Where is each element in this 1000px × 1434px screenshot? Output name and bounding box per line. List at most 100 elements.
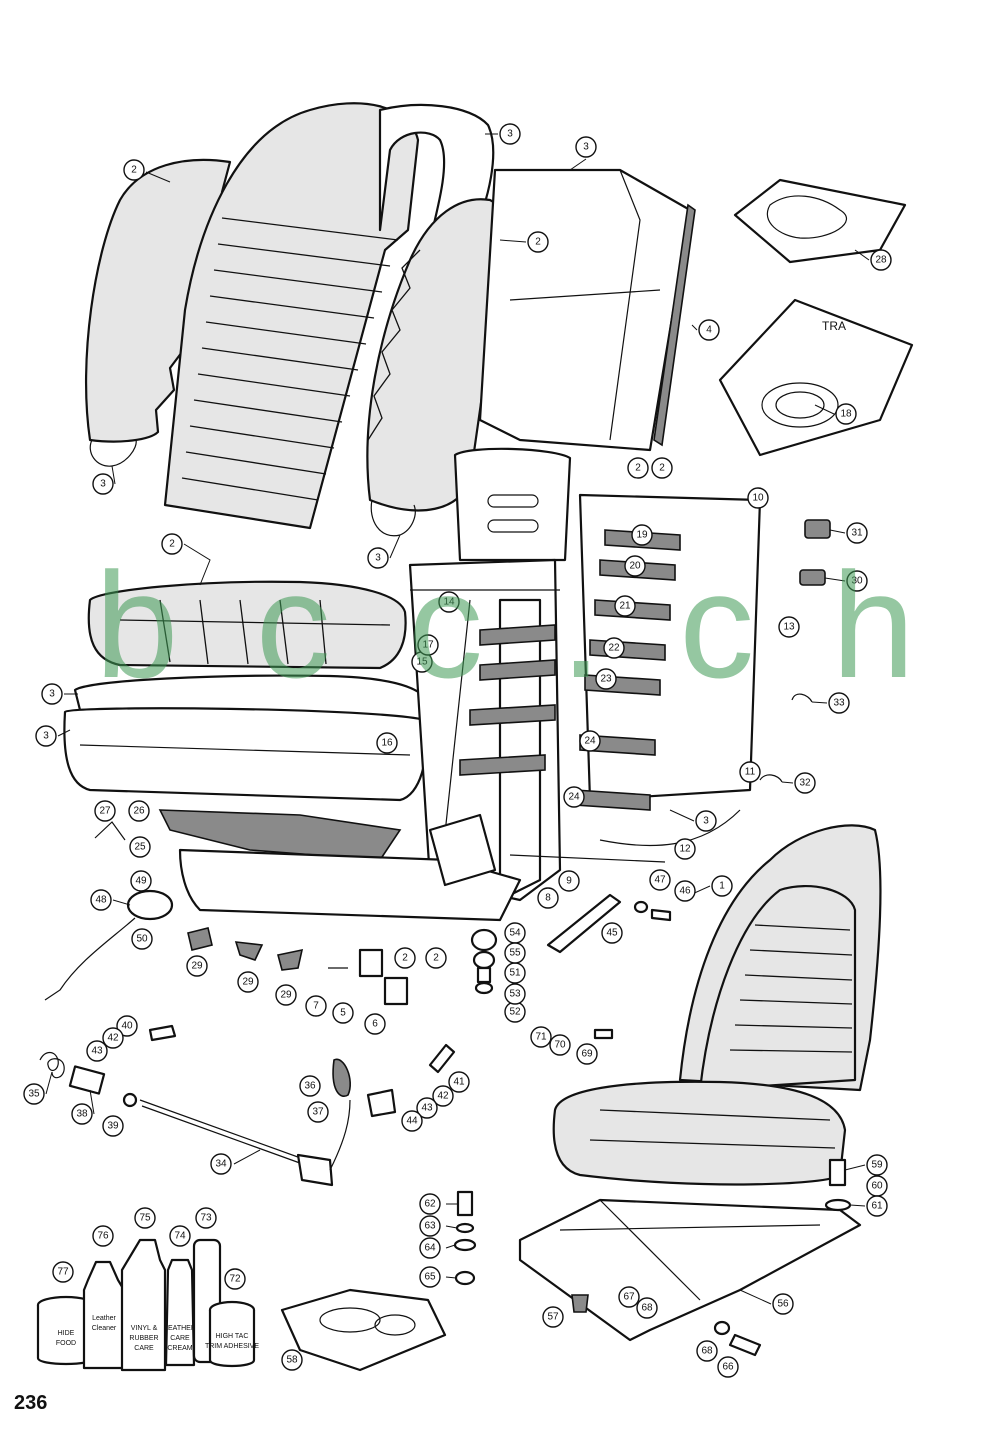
callout-number: 42 [107,1033,119,1044]
leather-cream-label-3: CREAM [167,1345,192,1352]
callout-number: 38 [76,1109,88,1120]
callout-circle [579,730,601,752]
callout-number: 10 [752,493,764,504]
callout-number: 44 [406,1116,418,1127]
callout-number: 19 [636,530,648,541]
clip-29-b [234,941,264,961]
washer-68 [713,1320,731,1336]
callout-58: 58 [281,1349,303,1371]
trim-adhesive-label-2: TRIM ADHESIVE [205,1343,259,1350]
callout-circle [674,880,696,902]
bolt-41 [428,1043,456,1074]
callout-number: 13 [783,622,795,633]
callout-number: 58 [286,1355,298,1366]
callout-circle [195,1207,217,1229]
callout-43: 43 [416,1097,438,1119]
callout-73: 73 [195,1207,217,1229]
bolt-46 [650,908,672,922]
callout-circle [134,1207,156,1229]
callout-70: 70 [549,1034,571,1056]
callout-67: 67 [618,1286,640,1308]
complete-seat [552,824,882,1186]
callout-circle [102,1115,124,1137]
callout-circle [603,637,625,659]
callout-number: 35 [28,1089,40,1100]
leather-cleaner-label-1: Leather [92,1315,116,1322]
callout-8: 8 [537,887,559,909]
callout-circle [866,1195,888,1217]
callout-number: 20 [629,561,641,572]
vinyl-care-label-3: CARE [134,1345,154,1352]
callout-60: 60 [866,1175,888,1197]
callout-2: 2 [123,159,145,181]
callout-number: 37 [312,1107,324,1118]
callout-75: 75 [134,1207,156,1229]
callout-3: 3 [35,725,57,747]
callout-number: 26 [133,806,145,817]
callout-circle [237,971,259,993]
callout-number: 2 [402,953,408,964]
callout-22: 22 [603,637,625,659]
callout-number: 4 [706,325,712,336]
seat-back-right-side-cushion [366,198,510,537]
callout-1: 1 [711,875,733,897]
callout-number: 56 [777,1299,789,1310]
callout-number: 57 [547,1312,559,1323]
callout-circle [631,524,653,546]
rod [509,854,666,863]
callout-circle [870,249,892,271]
callout-6: 6 [364,1013,386,1035]
callout-number: 28 [875,255,887,266]
callout-number: 3 [375,553,381,564]
callout-circle [636,1297,658,1319]
callout-69: 69 [576,1043,598,1065]
callout-circle [624,555,646,577]
vinyl-care-label-2: RUBBER [129,1335,158,1342]
callout-circle [432,1085,454,1107]
callout-10: 10 [747,487,769,509]
callout-18: 18 [835,403,857,425]
callout-number: 5 [340,1008,346,1019]
callout-29: 29 [186,955,208,977]
seat-cushion-cover [87,580,407,670]
callout-32: 32 [794,772,816,794]
callout-circle [131,928,153,950]
callout-circle [401,1110,423,1132]
callout-circle [674,838,696,860]
callout-circle [129,836,151,858]
callout-3: 3 [695,810,717,832]
hook-33 [791,693,813,703]
callout-circle [35,725,57,747]
callout-circle [504,983,526,1005]
plate-38 [68,1065,106,1095]
callout-circle [695,810,717,832]
callout-number: 76 [97,1231,109,1242]
callout-44: 44 [401,1110,423,1132]
callout-7: 7 [305,995,327,1017]
callout-circle [169,1225,191,1247]
callout-circle [364,1013,386,1035]
callout-number: 18 [840,409,852,420]
washer-47 [633,900,649,914]
clip-bag [733,178,907,264]
callout-number: 47 [654,875,666,886]
callout-number: 59 [871,1160,883,1171]
callout-72: 72 [224,1268,246,1290]
callout-circle [601,922,623,944]
callout-77: 77 [52,1261,74,1283]
callout-circle [549,1034,571,1056]
callout-number: 43 [421,1103,433,1114]
clip-29-c [277,948,304,971]
edge-trim-strip [653,203,696,447]
bolt-40 [148,1024,177,1042]
callout-circle [537,887,559,909]
callout-number: 8 [545,893,551,904]
callout-number: 3 [703,816,709,827]
callout-number: 27 [99,806,111,817]
callout-38: 38 [71,1103,93,1125]
callout-number: 66 [722,1362,734,1373]
callout-circle [846,522,868,544]
seat-base-frame [178,848,522,922]
callout-number: 54 [509,928,521,939]
